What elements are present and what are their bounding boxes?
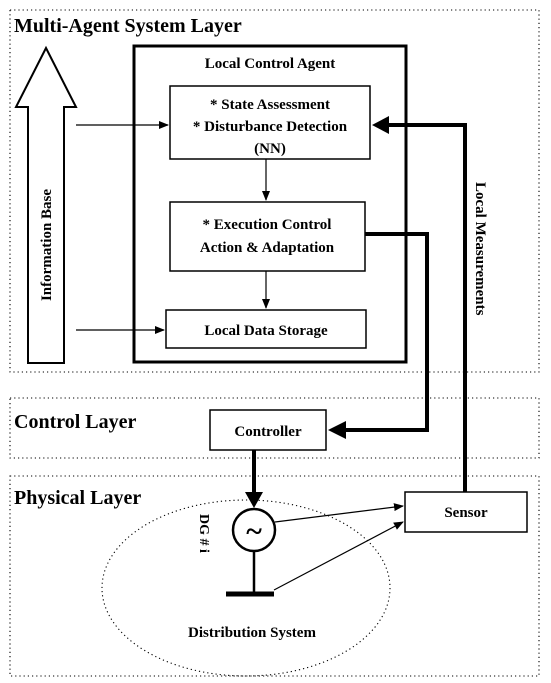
distribution-system-label: Distribution System: [188, 625, 316, 641]
controller-box: [209, 409, 327, 451]
state-assessment-box: [169, 85, 371, 160]
distribution-system-boundary: [101, 499, 391, 677]
sensor-label: Sensor: [444, 505, 488, 521]
execution-control-box: [169, 201, 366, 272]
local-measurements-label: Local Measurements: [472, 182, 488, 316]
sensor-box: [404, 491, 528, 533]
control-layer-boundary: [9, 397, 540, 459]
control-layer-title: Control Layer: [14, 411, 137, 433]
execution-control-line-2: Action & Adaptation: [200, 240, 335, 256]
multi-agent-layer-boundary: [9, 9, 540, 373]
information-base-arrow: [14, 45, 78, 364]
state-assessment-line-3: (NN): [254, 141, 286, 157]
state-assessment-line-1: * State Assessment: [210, 97, 330, 113]
generator-symbol: ~: [246, 515, 262, 548]
dg-label: DG # i: [196, 514, 211, 553]
local-data-storage-label: Local Data Storage: [204, 323, 328, 339]
physical-layer-title: Physical Layer: [14, 487, 141, 509]
multi-agent-layer-title: Multi-Agent System Layer: [14, 15, 242, 37]
local-measurements-path: [388, 123, 467, 492]
generator-to-sensor-arrow: [274, 503, 404, 523]
controller-label: Controller: [234, 424, 302, 440]
state-assessment-line-2: * Disturbance Detection: [193, 119, 348, 135]
exec-to-controller-arrowhead: [328, 421, 346, 439]
bus-to-sensor-arrow: [273, 521, 404, 591]
execution-control-line-1: * Execution Control: [203, 217, 332, 233]
local-measurements-arrowhead: [372, 116, 389, 134]
local-data-storage-box: [165, 309, 367, 349]
local-control-agent-title: Local Control Agent: [205, 56, 336, 72]
controller-to-dg-arrowhead: [245, 492, 263, 508]
information-base-label: Information Base: [39, 189, 55, 301]
exec-to-controller-path: [345, 232, 429, 432]
